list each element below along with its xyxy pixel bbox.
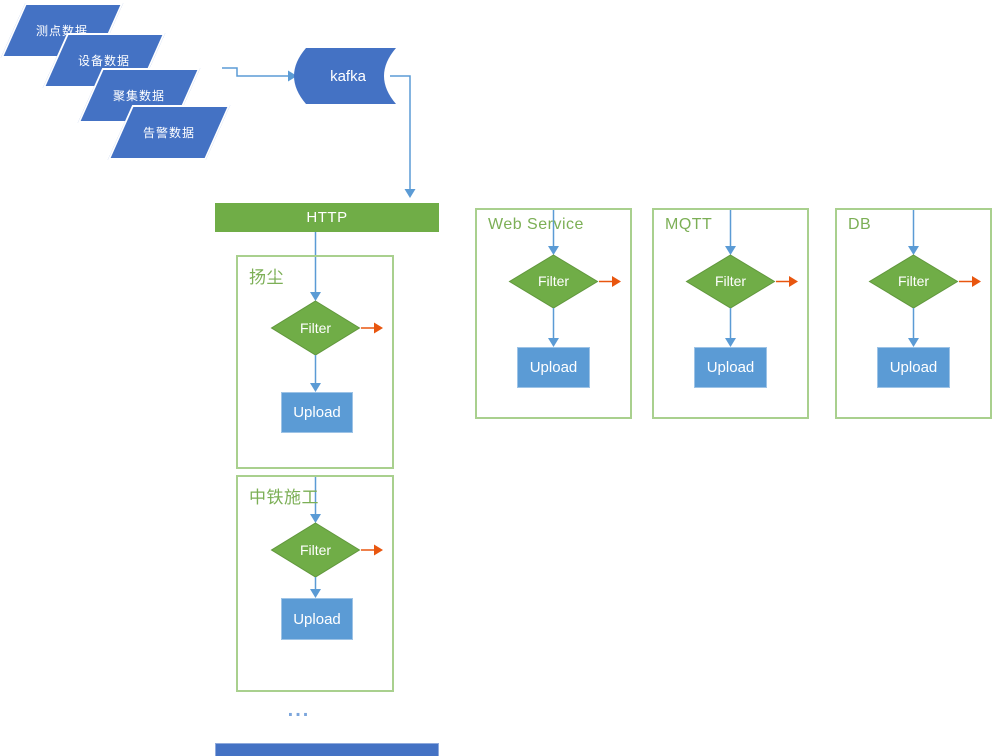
- http-label: HTTP: [306, 209, 348, 226]
- source-label: 设备数据: [77, 54, 130, 68]
- source-label: 聚集数据: [112, 89, 165, 103]
- arrow-down-icon: [310, 292, 321, 301]
- arrow-right-orange-icon: [612, 276, 621, 287]
- source-parallelogram-gaojing: 告警数据: [107, 105, 231, 160]
- upload-label: Upload: [889, 359, 938, 376]
- arrow-down-icon: [908, 338, 919, 347]
- upload-box: Upload: [877, 347, 950, 388]
- filter-label: Filter: [299, 320, 332, 336]
- connector-line: [390, 75, 411, 189]
- channel-mqtt-flow: [685, 209, 798, 347]
- filter-label: Filter: [714, 273, 747, 289]
- arrow-down-icon: [310, 589, 321, 598]
- kafka-shape: [294, 48, 396, 104]
- channel-box-yangchen: 扬尘: [236, 255, 394, 469]
- arrow-down-icon: [725, 338, 736, 347]
- arrow-right-icon: [288, 70, 297, 82]
- source-parallelogram-juji: 聚集数据: [77, 68, 201, 123]
- connector-kafka-to-http: [390, 75, 416, 198]
- connector-line: [222, 67, 288, 77]
- upload-label: Upload: [293, 610, 341, 628]
- upload-box: Upload: [517, 347, 590, 388]
- upload-label: Upload: [529, 359, 578, 376]
- arrow-down-icon: [548, 246, 559, 255]
- channel-db-flow: [868, 209, 981, 347]
- filter-label: Filter: [897, 273, 930, 289]
- upload-label: Upload: [706, 359, 755, 376]
- arrow-down-icon: [310, 383, 321, 392]
- ellipsis-text: ...: [287, 699, 311, 721]
- filter-label: Filter: [537, 273, 570, 289]
- arrow-down-icon: [404, 189, 416, 198]
- arrow-down-icon: [310, 514, 321, 523]
- source-parallelogram-shebei: 设备数据: [42, 33, 166, 88]
- channel-box-web-service: Web Service: [475, 208, 632, 419]
- channel-label: MQTT: [665, 216, 713, 233]
- channel-zhongtie-flow: [270, 475, 383, 598]
- channel-webservice-flow: [508, 209, 621, 347]
- bottom-bar: [215, 743, 439, 756]
- arrow-right-orange-icon: [789, 276, 798, 287]
- arrow-right-orange-icon: [374, 544, 383, 556]
- kafka-label: kafka: [330, 67, 366, 85]
- upload-label: Upload: [293, 404, 341, 421]
- connector-sources-to-kafka: [222, 67, 297, 82]
- http-bar: HTTP: [215, 203, 439, 232]
- channel-label: 扬尘: [249, 268, 284, 287]
- channel-label: Web Service: [488, 216, 584, 233]
- channel-box-mqtt: MQTT: [652, 208, 809, 419]
- channel-yangchen-flow: [270, 232, 383, 392]
- channel-label: 中铁施工: [249, 488, 319, 507]
- upload-box: Upload: [694, 347, 767, 388]
- arrow-down-icon: [908, 246, 919, 255]
- source-label: 告警数据: [142, 126, 195, 140]
- filter-label: Filter: [299, 542, 332, 558]
- upload-box: Upload: [281, 392, 353, 433]
- arrow-right-orange-icon: [972, 276, 981, 287]
- channel-label: DB: [848, 216, 872, 233]
- arrow-down-icon: [725, 246, 736, 255]
- arrow-down-icon: [548, 338, 559, 347]
- channel-box-db: DB: [835, 208, 992, 419]
- upload-box: Upload: [281, 598, 353, 640]
- arrow-right-orange-icon: [374, 322, 383, 334]
- channel-box-zhongtie: 中铁施工: [236, 475, 394, 692]
